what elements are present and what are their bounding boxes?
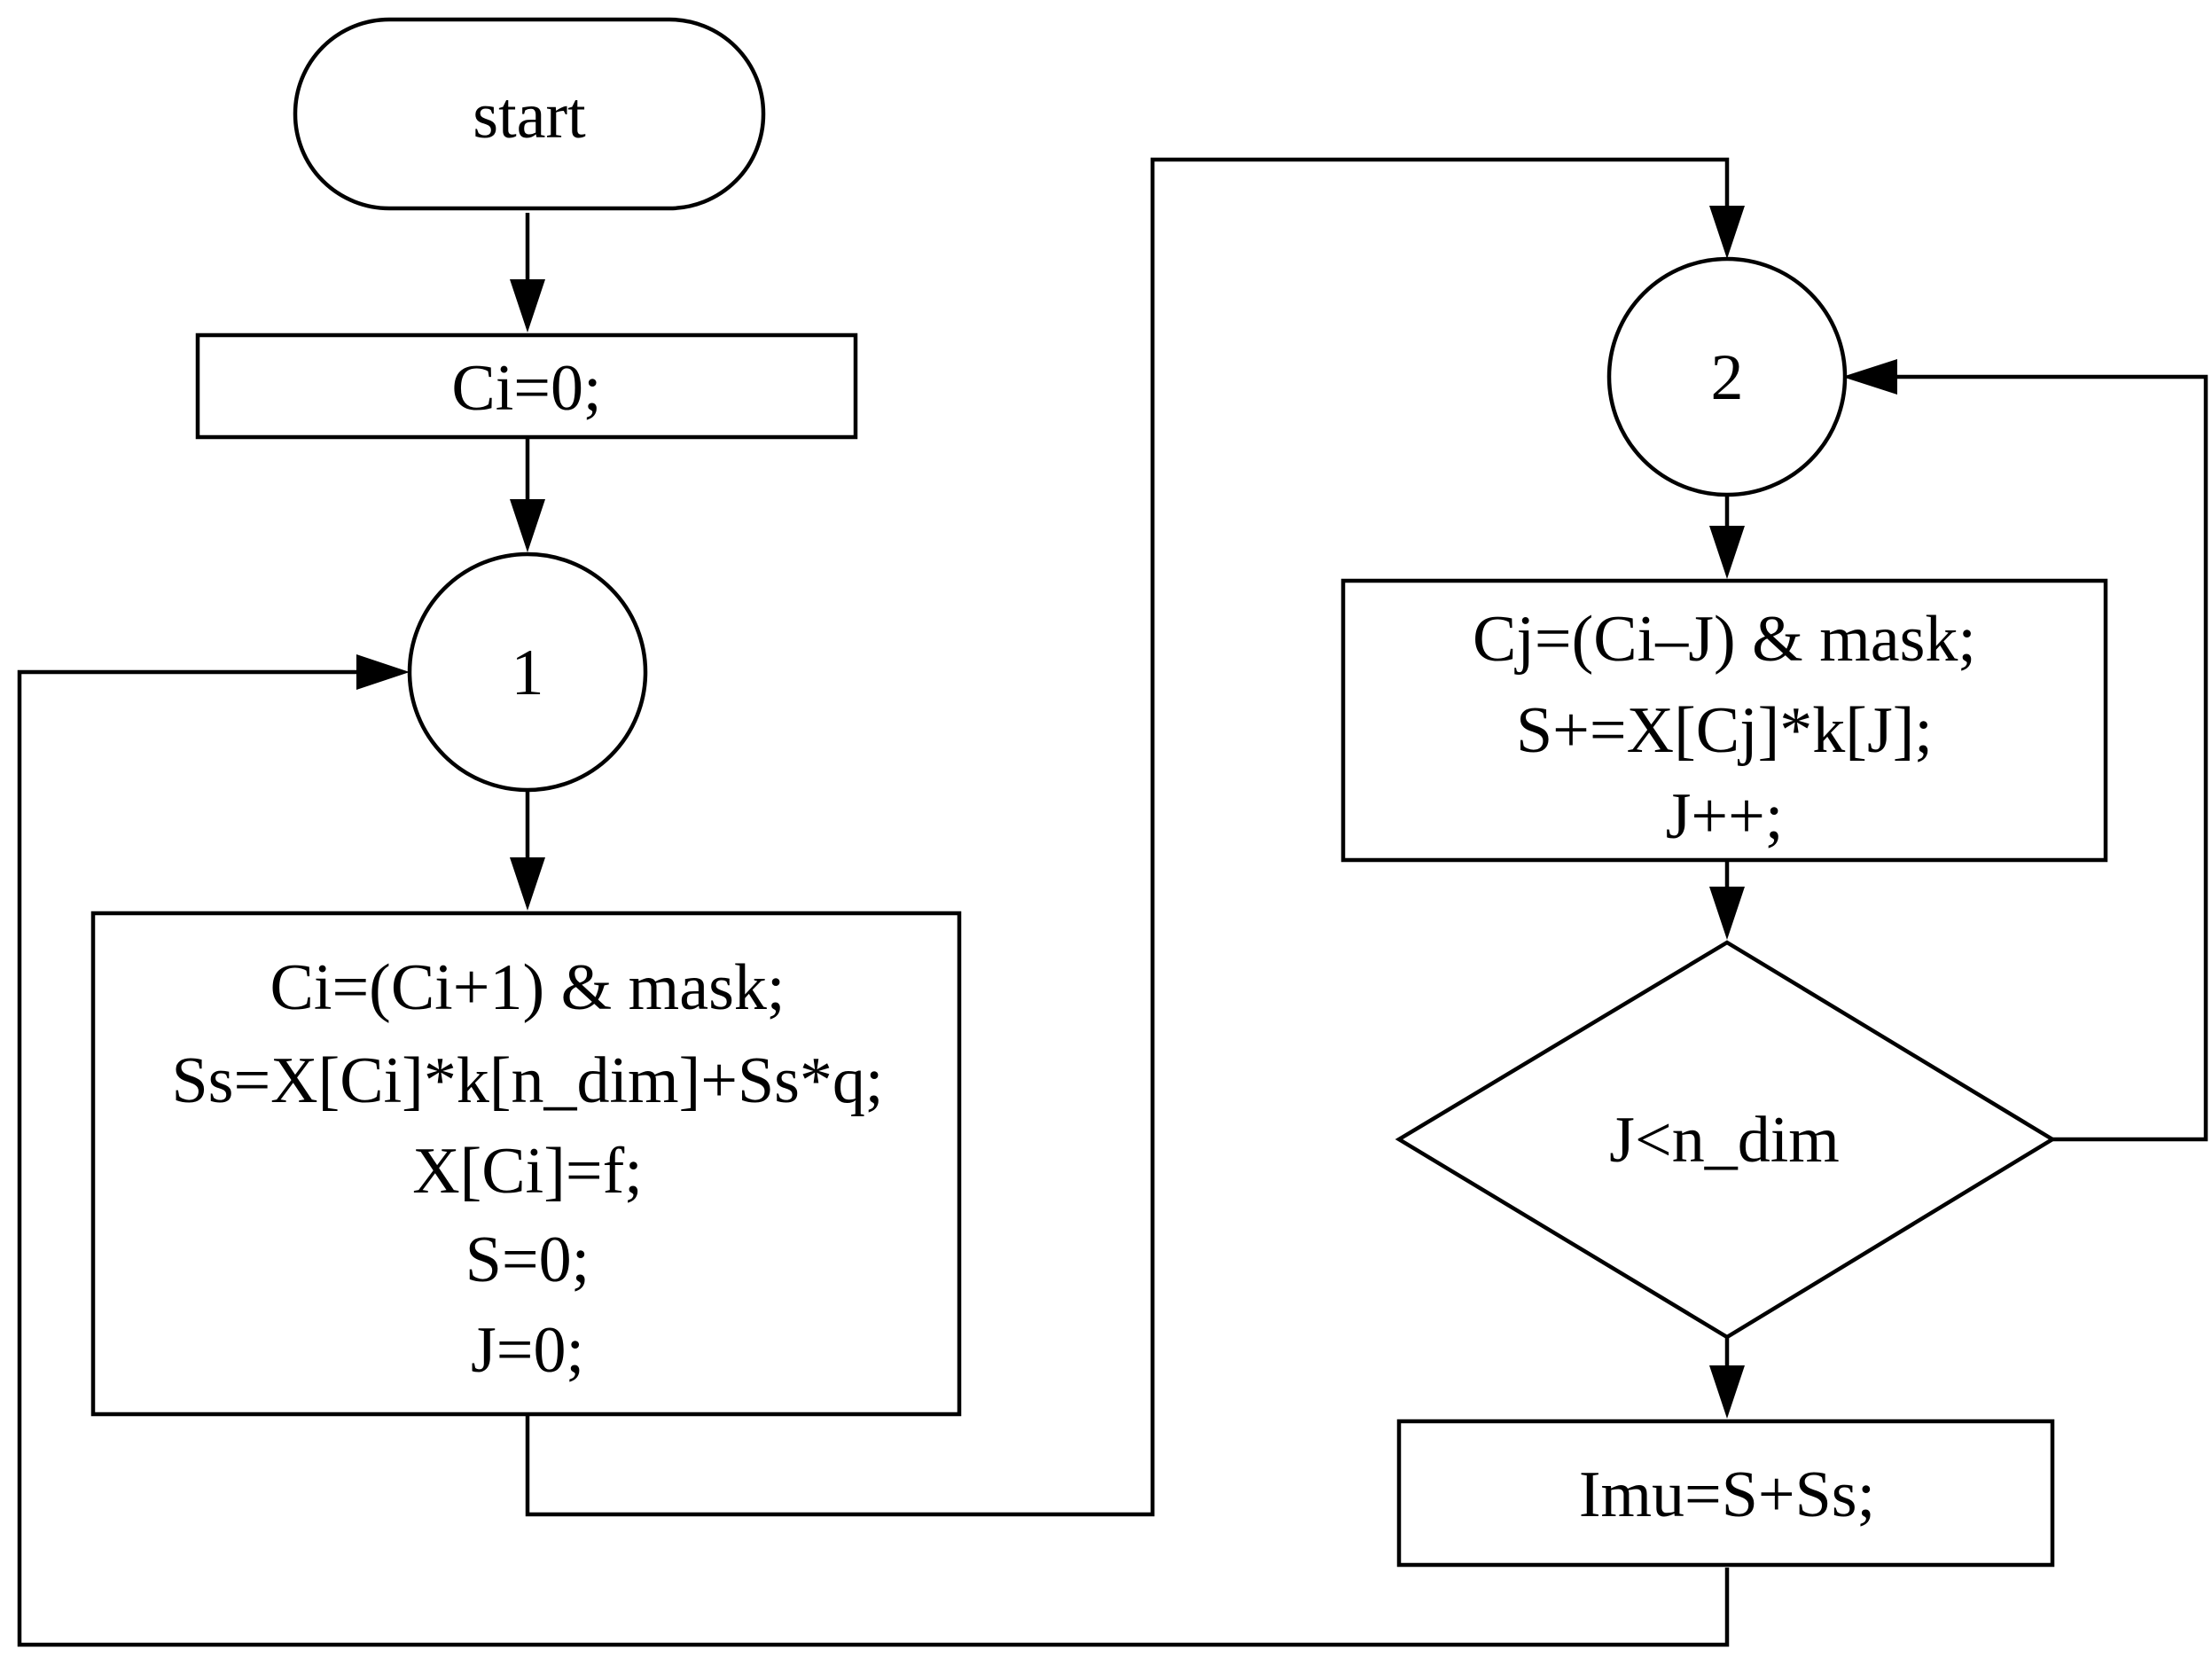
- block-2-line-3: J++;: [1666, 780, 1784, 853]
- arrow-init-to-connector-1: [510, 499, 545, 552]
- process-block-1: [90, 911, 962, 1417]
- arrow-start-to-init: [510, 279, 545, 332]
- edge-output-to-connector-1: [17, 669, 1730, 1647]
- block-1-line-4: S=0;: [465, 1224, 590, 1296]
- arrow-connector-1-to-block-1: [510, 857, 545, 911]
- connector-2: [1606, 256, 1848, 497]
- block-1-line-3: X[Ci]=f;: [412, 1135, 643, 1208]
- edge-block-1-to-connector-2: [525, 157, 1730, 1517]
- start-terminal: [293, 17, 766, 211]
- start-label: start: [473, 80, 586, 153]
- arrow-connector-2-to-block-2: [1709, 526, 1745, 579]
- arrow-block-1-to-connector-2: [1709, 206, 1745, 259]
- block-2-line-2: S+=X[Cj]*k[J];: [1516, 694, 1933, 767]
- init-process-label: Ci=0;: [451, 352, 601, 425]
- output-label: Imu=S+Ss;: [1579, 1459, 1875, 1531]
- init-process-box: [195, 332, 858, 440]
- connector-2-label: 2: [1711, 341, 1744, 414]
- output-process-box: [1396, 1419, 2055, 1568]
- arrow-output-to-connector-1: [356, 654, 410, 690]
- arrow-decision-loop-to-connector-2: [1842, 359, 1897, 395]
- arrow-decision-to-output: [1709, 1365, 1745, 1419]
- block-1-line-1: Ci=(Ci+1) & mask;: [270, 951, 786, 1024]
- connector-1: [407, 551, 648, 793]
- process-block-2: [1340, 578, 2108, 863]
- edge-decision-loop-to-connector-2: [1893, 374, 2208, 1142]
- block-1-line-2: Ss=X[Ci]*k[n_dim]+Ss*q;: [172, 1044, 884, 1117]
- block-1-line-5: J=0;: [471, 1314, 584, 1387]
- connector-1-label: 1: [512, 637, 544, 709]
- block-2-line-1: Cj=(Ci–J) & mask;: [1473, 603, 1976, 676]
- decision-diamond: [1395, 940, 2057, 1340]
- decision-label: J<n_dim: [1609, 1104, 1840, 1177]
- arrow-block-2-to-decision: [1709, 887, 1745, 940]
